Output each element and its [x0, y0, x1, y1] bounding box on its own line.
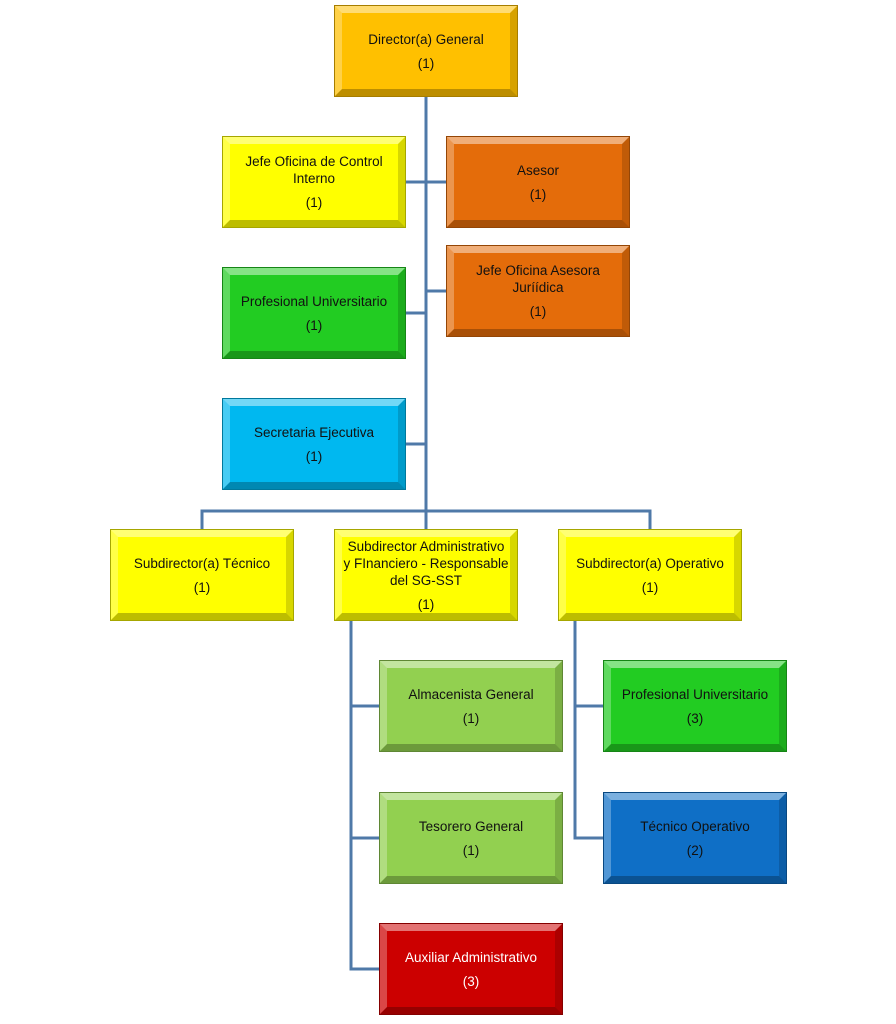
- node-count: (1): [529, 186, 547, 202]
- node-label: Profesional Universitario: [240, 293, 388, 309]
- node-count: (3): [462, 973, 480, 989]
- node-profesional-universitario-3: Profesional Universitario (3): [603, 660, 787, 752]
- node-count: (1): [193, 579, 211, 595]
- node-control-interno: Jefe Oficina de Control Interno (1): [222, 136, 406, 228]
- node-label: Asesor: [516, 162, 560, 178]
- node-label: Almacenista General: [408, 686, 534, 702]
- node-tecnico-operativo: Técnico Operativo (2): [603, 792, 787, 884]
- node-count: (1): [305, 195, 323, 210]
- node-label: Profesional Universitario: [621, 686, 769, 702]
- node-almacenista-general: Almacenista General (1): [379, 660, 563, 752]
- node-tesorero-general: Tesorero General (1): [379, 792, 563, 884]
- node-count: (3): [686, 710, 704, 726]
- node-label: Subdirector Administrativo y FInanciero …: [343, 538, 509, 588]
- node-secretaria-ejecutiva: Secretaria Ejecutiva (1): [222, 398, 406, 490]
- node-count: (1): [462, 710, 480, 726]
- node-count: (1): [417, 596, 435, 612]
- node-count: (1): [462, 842, 480, 858]
- node-count: (1): [417, 55, 435, 71]
- node-director-general: Director(a) General (1): [334, 5, 518, 97]
- node-label: Jefe Oficina de Control Interno: [245, 154, 383, 186]
- node-label: Técnico Operativo: [640, 818, 750, 834]
- node-label: Jefe Oficina Asesora Juríídica: [476, 263, 600, 295]
- node-subdirector-tecnico: Subdirector(a) Técnico (1): [110, 529, 294, 621]
- node-count: (1): [529, 304, 547, 319]
- node-auxiliar-administrativo: Auxiliar Administrativo (3): [379, 923, 563, 1015]
- node-label: Subdirector(a) Operativo: [576, 555, 724, 571]
- node-asesora-juridica: Jefe Oficina Asesora Juríídica (1): [446, 245, 630, 337]
- node-subdirector-operativo: Subdirector(a) Operativo (1): [558, 529, 742, 621]
- node-count: (1): [305, 317, 323, 333]
- node-count: (1): [305, 448, 323, 464]
- node-label: Tesorero General: [418, 818, 524, 834]
- node-count: (2): [686, 842, 704, 858]
- node-label: Secretaria Ejecutiva: [253, 424, 375, 440]
- node-asesor: Asesor (1): [446, 136, 630, 228]
- node-count: (1): [641, 579, 659, 595]
- node-label: Subdirector(a) Técnico: [133, 555, 271, 571]
- node-profesional-universitario-1: Profesional Universitario (1): [222, 267, 406, 359]
- node-label: Director(a) General: [368, 31, 484, 47]
- node-label: Auxiliar Administrativo: [404, 949, 538, 965]
- node-subdirector-administrativo: Subdirector Administrativo y FInanciero …: [334, 529, 518, 621]
